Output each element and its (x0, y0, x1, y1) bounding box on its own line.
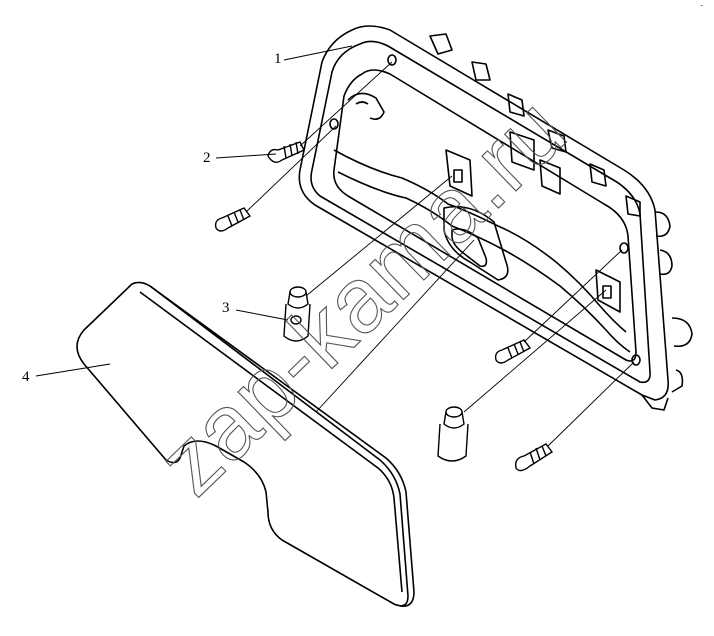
screw-lower-right (514, 443, 554, 472)
corner-mark: ᐨ (700, 3, 703, 12)
cover-glass (76, 281, 415, 608)
screw-lower-middle (494, 339, 532, 364)
cluster-housing (298, 25, 693, 411)
bulb-socket-right (437, 406, 469, 462)
screw-upper-left (267, 141, 305, 163)
screw-left (214, 207, 252, 232)
callout-3: 3 (222, 300, 230, 316)
callout-1: 1 (274, 51, 282, 67)
callout-4: 4 (22, 369, 30, 385)
bulb-socket-left (283, 286, 311, 342)
leader-lines (35, 45, 353, 377)
callout-2: 2 (203, 150, 211, 166)
assembly-guide-lines (245, 61, 635, 447)
